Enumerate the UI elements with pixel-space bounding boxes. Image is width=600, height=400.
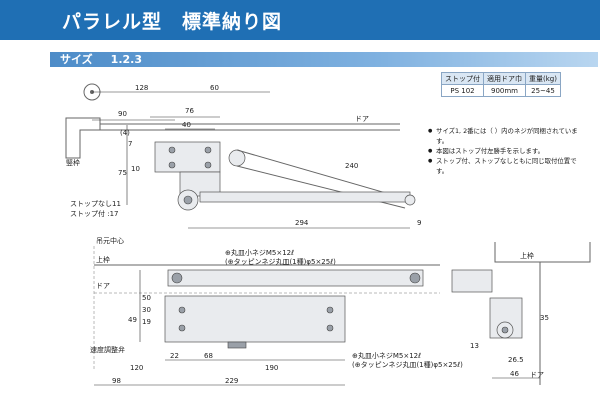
spec-header-door-width: 適用ドア巾 [483, 72, 526, 85]
spec-header-weight: 重量(kg) [525, 72, 561, 85]
size-heading-strip [50, 52, 598, 67]
screw-callout-bottom-2: (⊕タッピンネジ丸皿(1種)φ5×25ℓ) [352, 360, 463, 369]
note-item: ストップ付、ストップなしともに同じ取付位置です。 [428, 156, 588, 176]
size-heading: サイズ 1.2.3 [60, 52, 142, 67]
dim-294: 294 [295, 219, 309, 227]
dim-75: 75 [118, 169, 127, 177]
spec-table: ストップ付 適用ドア巾 重量(kg) PS 102 900mm 25~45 [441, 72, 561, 97]
closer-body-front [164, 295, 346, 343]
screw-icon [326, 306, 334, 314]
dim-90: 90 [118, 110, 127, 118]
dim-128: 128 [135, 84, 148, 92]
screw-icon [178, 324, 186, 332]
notes-list: サイズ1, 2番には（ ）内のネジが同梱されています。 本図はストップ付左勝手を… [428, 126, 588, 176]
dim-46: 46 [510, 370, 519, 378]
dim-190: 190 [265, 364, 278, 372]
dim-7: 7 [128, 140, 132, 148]
speed-valve [227, 341, 247, 349]
dim-35: 35 [540, 314, 549, 322]
dim-49: 49 [128, 316, 137, 324]
speed-valve-label: 速度調整弁 [90, 345, 125, 354]
track-arm [199, 191, 411, 203]
screw-icon [204, 146, 212, 154]
stop-none-label: ストップなし11 [70, 200, 121, 208]
arm-rail [167, 269, 424, 287]
hinge-center-label: 吊元中心 [96, 236, 124, 245]
dim-68: 68 [204, 352, 213, 360]
dim-4: (4) [120, 129, 130, 137]
dim-229: 229 [225, 377, 238, 385]
dim-60: 60 [210, 84, 219, 92]
dim-76: 76 [185, 107, 194, 115]
side-frame [494, 242, 591, 263]
note-item: サイズ1, 2番には（ ）内のネジが同梱されています。 [428, 126, 588, 146]
side-arm-block [451, 269, 493, 293]
dim-240: 240 [345, 162, 358, 170]
dim-40: 40 [182, 121, 191, 129]
side-view: 上枠 ドア 35 13 26.5 46 [451, 242, 591, 385]
size-label: サイズ [60, 53, 93, 66]
door-label: ドア [355, 115, 369, 123]
page-title: パラレル型 標準納り図 [62, 11, 283, 33]
dim-22: 22 [170, 352, 179, 360]
door-label-front: ドア [96, 282, 110, 290]
rail-end-left [171, 272, 183, 284]
front-view: 吊元中心 上枠 ドア ⊕丸皿小ネジM5×12ℓ (⊕タッピンネジ丸皿(1種)φ5… [90, 236, 463, 386]
side-top-frame-label: 上枠 [520, 251, 534, 260]
side-spindle-center [501, 326, 509, 334]
dim-120: 120 [130, 364, 143, 372]
spindle-center [183, 195, 193, 205]
arm-pivot [228, 149, 246, 167]
stop-with-label: ストップ付 :17 [70, 209, 119, 218]
screw-icon [326, 324, 334, 332]
dim-19: 19 [142, 318, 151, 326]
top-view: ドア 竪枠 128 60 90 76 40 (4) 7 10 75 240 [65, 83, 421, 229]
side-door-label: ドア [530, 371, 544, 379]
rail-end-right [409, 272, 421, 284]
note-item: 本図はストップ付左勝手を示します。 [428, 146, 588, 156]
dim-50: 50 [142, 294, 151, 302]
arm-end-pivot [404, 194, 416, 206]
mount-plate [154, 141, 221, 173]
dim-30: 30 [142, 306, 151, 314]
screw-icon [168, 161, 176, 169]
title-bar [0, 0, 600, 40]
dim-13: 13 [470, 342, 479, 350]
screw-icon [168, 146, 176, 154]
spec-header-model: ストップ付 [441, 72, 484, 85]
spec-cell-weight: 25~45 [525, 84, 561, 97]
screw-icon [204, 161, 212, 169]
screw-icon [178, 306, 186, 314]
screw-callout-top-1: ⊕丸皿小ネジM5×12ℓ [225, 248, 294, 257]
size-value: 1.2.3 [110, 53, 142, 66]
dim-98: 98 [112, 377, 121, 385]
dim-9: 9 [417, 219, 421, 227]
screw-callout-bottom-1: ⊕丸皿小ネジM5×12ℓ [352, 351, 421, 360]
frame-label: 竪枠 [66, 158, 80, 167]
dim-10: 10 [131, 165, 140, 173]
screw-callout-top-2: (⊕タッピンネジ丸皿(1種)φ5×25ℓ) [225, 257, 336, 266]
frame-section [65, 117, 101, 159]
top-frame-label: 上枠 [96, 255, 110, 264]
spec-cell-door-width: 900mm [483, 84, 526, 97]
dim-26-5: 26.5 [508, 356, 524, 364]
